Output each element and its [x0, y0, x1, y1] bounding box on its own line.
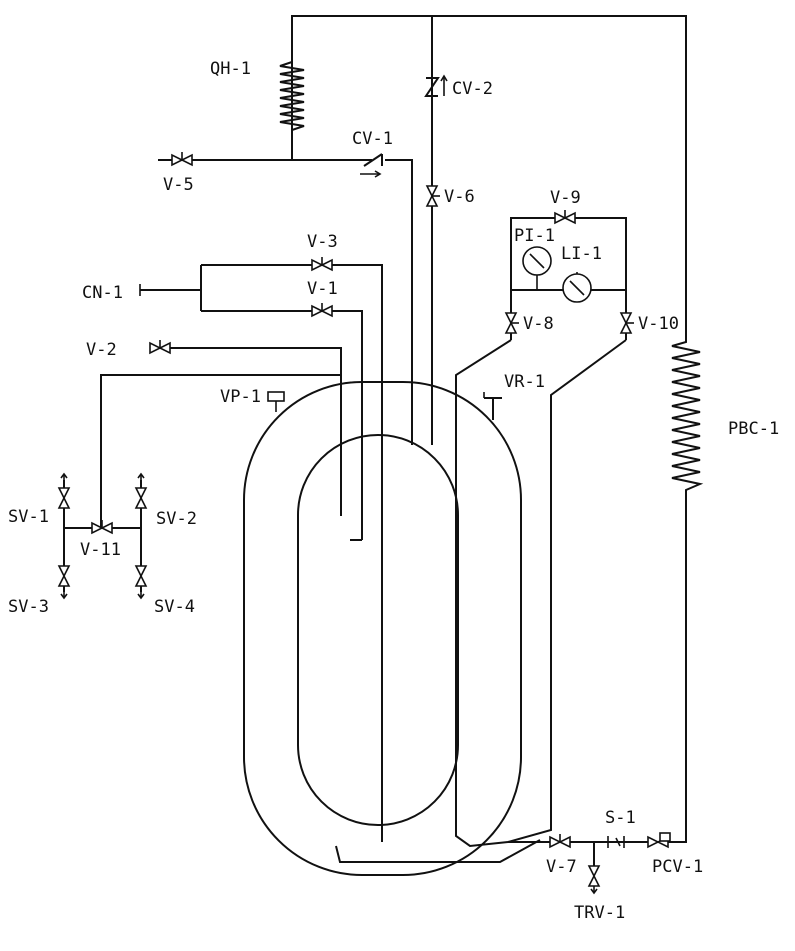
- pcv1-valve-icon[interactable]: [647, 832, 671, 849]
- v7-label: V-7: [546, 857, 577, 877]
- vp1-label: VP-1: [220, 387, 261, 407]
- v5-line: [158, 159, 413, 445]
- sv3-label: SV-3: [8, 597, 49, 617]
- v1-valve-icon[interactable]: [311, 303, 333, 318]
- qh1-heater-coil: [279, 55, 305, 160]
- v7-valve-icon[interactable]: [549, 834, 571, 849]
- inner-vessel: [297, 434, 459, 826]
- cn1-label: CN-1: [82, 283, 123, 303]
- v11-label: V-11: [80, 540, 121, 560]
- cv2-label: CV-2: [452, 79, 493, 99]
- bottom-outlet-pipe: [335, 455, 541, 863]
- v10-label: V-10: [638, 314, 679, 334]
- sv4-valve-icon[interactable]: [134, 565, 148, 600]
- trv1-label: TRV-1: [574, 903, 625, 923]
- v10-valve-icon[interactable]: [619, 312, 634, 334]
- v11-valve-icon[interactable]: [91, 520, 113, 535]
- cv1-label: CV-1: [352, 129, 393, 149]
- v2-line: [152, 347, 342, 516]
- v9-valve-icon[interactable]: [554, 210, 576, 225]
- qh1-label: QH-1: [210, 59, 251, 79]
- v9-label: V-9: [550, 188, 581, 208]
- pcv1-label: PCV-1: [652, 857, 703, 877]
- cv2-check-valve-icon: [424, 74, 448, 97]
- pbc1-label: PBC-1: [728, 419, 779, 439]
- sv-manifold-line: [100, 374, 341, 528]
- v5-valve-icon[interactable]: [171, 152, 193, 167]
- v1-label: V-1: [307, 279, 338, 299]
- pi1-label: PI-1: [514, 226, 555, 246]
- v2-valve-icon[interactable]: [149, 340, 171, 355]
- inner-fill-pipes: [350, 435, 383, 842]
- v6-label: V-6: [444, 187, 475, 207]
- cv1-check-valve-icon[interactable]: [360, 153, 383, 178]
- v8-valve-icon[interactable]: [504, 312, 519, 334]
- v6-valve-icon[interactable]: [425, 185, 440, 207]
- sv4-label: SV-4: [154, 597, 195, 617]
- vr1-relief-icon: [483, 392, 502, 420]
- sv2-valve-icon[interactable]: [134, 472, 148, 509]
- instrument-loop: [455, 217, 627, 843]
- sv3-valve-icon[interactable]: [57, 565, 71, 600]
- vr1-label: VR-1: [504, 372, 545, 392]
- v3-label: V-3: [307, 232, 338, 252]
- s1-strainer-icon: [607, 836, 625, 848]
- li1-gauge-icon: [562, 273, 592, 303]
- v3-valve-icon[interactable]: [311, 257, 333, 272]
- sv1-valve-icon[interactable]: [57, 472, 71, 509]
- s1-label: S-1: [605, 808, 636, 828]
- sv1-label: SV-1: [8, 507, 49, 527]
- v5-label: V-5: [163, 175, 194, 195]
- cn1-manifold: [139, 264, 383, 540]
- li1-label: LI-1: [561, 244, 602, 264]
- trv1-valve-icon[interactable]: [587, 842, 601, 895]
- v2-label: V-2: [86, 340, 117, 360]
- sv-manifold: [63, 480, 142, 592]
- pi1-gauge-icon: [522, 246, 552, 276]
- vp1-vacuum-port-icon: [267, 391, 285, 412]
- pbc1-coil: [671, 336, 704, 496]
- sv2-label: SV-2: [156, 509, 197, 529]
- v8-label: V-8: [523, 314, 554, 334]
